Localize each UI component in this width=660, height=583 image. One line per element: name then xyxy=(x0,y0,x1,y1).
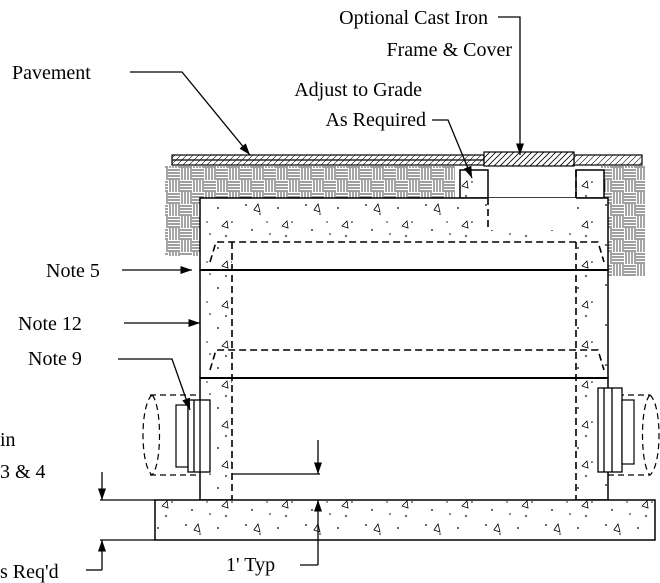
left-pipe-flange xyxy=(187,399,211,473)
left-pipe-end xyxy=(142,394,161,476)
adjusting-ring-right xyxy=(575,169,605,199)
pavement-leader xyxy=(130,71,251,156)
soil-top-left xyxy=(165,166,455,198)
label-note5: Note 5 xyxy=(46,260,100,282)
cast-iron-leader xyxy=(498,16,525,155)
pavement-band-right xyxy=(573,154,643,166)
note9-leader xyxy=(118,358,191,411)
left-pipe-boot xyxy=(175,404,189,468)
label-cast-iron-line2: Frame & Cover xyxy=(386,39,512,61)
top-slab-opening xyxy=(488,198,576,230)
label-adjust-line2: As Required xyxy=(325,109,426,131)
adjusting-ring-left xyxy=(459,169,489,199)
adjust-leader xyxy=(432,119,473,179)
dashed-opening xyxy=(487,170,577,230)
label-typ: 1' Typ xyxy=(226,554,275,576)
dashed-riser-outline xyxy=(209,349,605,371)
dashed-cone-outline xyxy=(209,241,605,263)
label-note9: Note 9 xyxy=(28,348,82,370)
base-slab xyxy=(154,499,656,541)
label-note12: Note 12 xyxy=(18,313,82,335)
label-adjust-line1: Adjust to Grade xyxy=(294,79,422,101)
right-pipe-flange xyxy=(597,387,623,473)
label-left-cut-line1: in xyxy=(0,429,16,451)
manhole-interior xyxy=(232,242,576,500)
right-pipe-outline xyxy=(608,394,650,476)
label-left-cut-line2: 3 & 4 xyxy=(0,461,46,483)
left-pipe-outline xyxy=(150,394,200,476)
label-cast-iron-line1: Optional Cast Iron xyxy=(339,7,488,29)
right-pipe-boot xyxy=(621,399,635,465)
label-pavement: Pavement xyxy=(12,62,91,84)
soil-top-right xyxy=(600,166,645,198)
label-left-cut-bottom: s Req'd xyxy=(0,561,59,583)
dashed-walls xyxy=(231,242,577,500)
cast-iron-cover xyxy=(483,151,575,167)
right-pipe-end xyxy=(641,394,660,476)
